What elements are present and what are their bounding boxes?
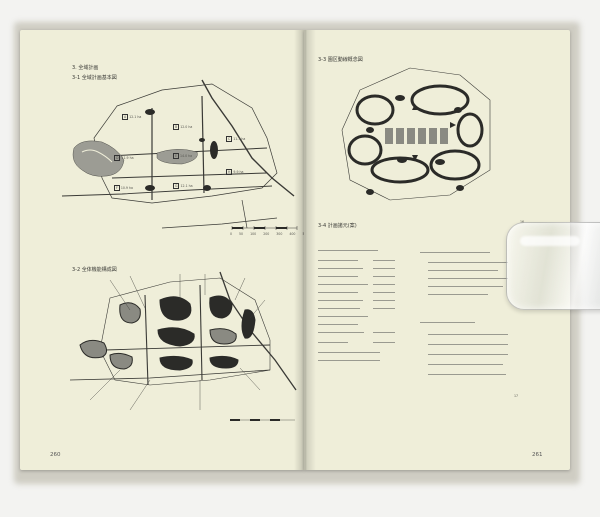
- zone-label-d: D 11.9 ha: [114, 155, 134, 161]
- book-gutter: [294, 30, 316, 470]
- zone-label-e: E 14.0 ha: [173, 153, 193, 159]
- zone-label-b: B 12.0 ha: [173, 124, 193, 130]
- zone-label-h: H 9.9 ha: [226, 169, 244, 175]
- master-plan-map: [61, 79, 298, 230]
- circulation-concept-diagram: [341, 67, 491, 201]
- note-17: 17: [514, 394, 519, 398]
- zone-label-a: A 12.1 ha: [122, 114, 142, 120]
- left-page: [20, 30, 304, 470]
- glass-highlight: [520, 236, 580, 246]
- page-number-right: 261: [532, 452, 543, 458]
- figure-4-title: 3-4 計画諸元(案): [318, 223, 357, 229]
- functional-layout-map: [69, 271, 297, 421]
- zone-label-g: G 12.1 ha: [173, 183, 193, 189]
- section-header: 3. 全域計画: [72, 65, 99, 71]
- page-number-left: 260: [50, 452, 61, 458]
- figure-3-title: 3-3 園区動線概念図: [318, 57, 363, 63]
- specification-table: [318, 250, 518, 370]
- zone-label-f: F 10.9 ha: [114, 185, 133, 191]
- figure-1-title: 3-1 全域計画基本図: [72, 75, 117, 81]
- zone-label-c: C 11.3 ha: [226, 136, 246, 142]
- figure-2-title: 3-2 全体機能構成図: [72, 267, 117, 273]
- right-column-notes: [420, 252, 520, 402]
